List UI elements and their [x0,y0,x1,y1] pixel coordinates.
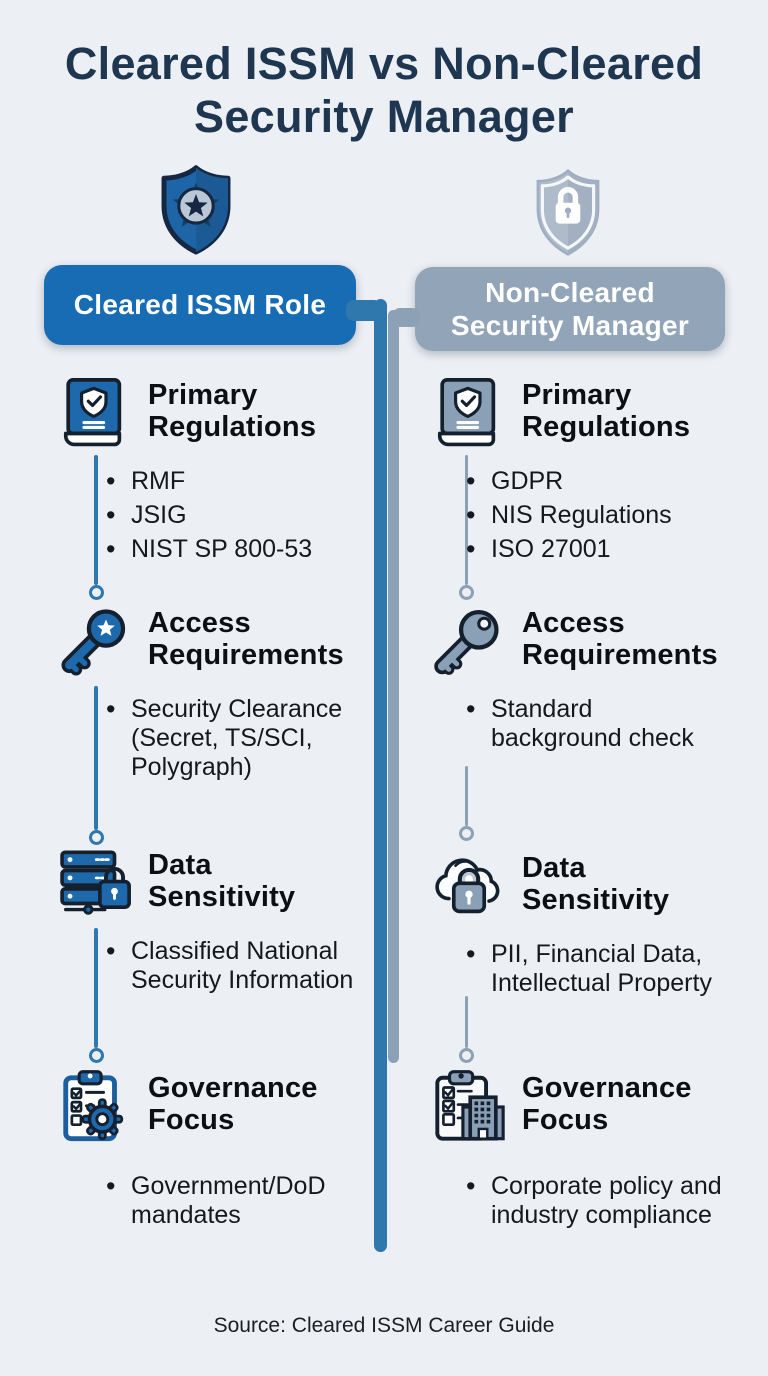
bullet-item: NIST SP 800-53 [106,534,386,565]
page-title: Cleared ISSM vs Non-Cleared Security Man… [64,38,704,142]
divider-stub-blue [346,300,382,321]
bullet-item: Security Clearance (Secret, TS/SCI, Poly… [106,694,386,782]
server-lock-icon [56,845,134,923]
bullet-item: Government/DoD mandates [106,1171,386,1230]
bullet-item: NIS Regulations [466,500,760,531]
bullet-item: Standard background check [466,694,760,753]
timeline-node [459,826,474,841]
clipboard-building-icon [430,1068,508,1146]
section-cleared-data-sensitivity: Data Sensitivity Classified National Sec… [56,845,386,1000]
bullet-list: Government/DoD mandates [56,1171,386,1230]
key-star-icon [56,603,134,681]
bullet-item: GDPR [466,466,760,497]
column-header-cleared: Cleared ISSM Role [44,265,356,345]
section-cleared-access-requirements: Access Requirements Security Clearance (… [56,603,386,787]
bullet-item: Classified National Security Information [106,936,386,995]
section-title: Governance Focus [148,1072,318,1137]
section-title: Data Sensitivity [148,849,296,914]
section-title: Primary Regulations [148,379,317,444]
column-header-noncleared: Non-Cleared Security Manager [415,267,725,351]
key-icon [430,603,508,681]
timeline-node [89,830,104,845]
shield-lock-icon [525,167,611,263]
section-cleared-governance-focus: Governance Focus Government/DoD mandates [56,1068,386,1235]
section-noncleared-access-requirements: Access Requirements Standard background … [430,603,760,758]
timeline-node [459,585,474,600]
bullet-list: PII, Financial Data, Intellectual Proper… [430,939,760,998]
bullet-item: Corporate policy and industry compliance [466,1171,760,1230]
section-title: Access Requirements [522,607,718,672]
cloud-lock-icon [430,848,508,926]
bullet-list: Corporate policy and industry compliance [430,1171,760,1230]
source-caption: Source: Cleared ISSM Career Guide [213,1314,555,1337]
section-noncleared-data-sensitivity: Data Sensitivity PII, Financial Data, In… [430,848,760,1003]
timeline-connector [94,686,98,830]
bullet-list: RMF JSIG NIST SP 800-53 [56,466,386,565]
timeline-node [459,1048,474,1063]
section-noncleared-primary-regulations: Primary Regulations GDPR NIS Regulations… [430,375,760,569]
bullet-item: RMF [106,466,386,497]
section-title: Primary Regulations [522,379,691,444]
timeline-node [89,1048,104,1063]
section-cleared-primary-regulations: Primary Regulations RMF JSIG NIST SP 800… [56,375,386,569]
timeline-connector [465,766,468,826]
divider-stub-gray [392,308,420,327]
bullet-item: JSIG [106,500,386,531]
bullet-item: ISO 27001 [466,534,760,565]
bullet-list: Classified National Security Information [56,936,386,995]
section-title: Governance Focus [522,1072,692,1137]
section-title: Data Sensitivity [522,852,670,917]
timeline-node [89,585,104,600]
bullet-item: PII, Financial Data, Intellectual Proper… [466,939,760,998]
bullet-list: GDPR NIS Regulations ISO 27001 [430,466,760,565]
bullet-list: Standard background check [430,694,760,753]
timeline-connector [94,928,98,1048]
book-shield-icon [430,375,508,453]
section-noncleared-governance-focus: Governance Focus Corporate policy and in… [430,1068,760,1235]
section-title: Access Requirements [148,607,344,672]
clipboard-gear-icon [56,1068,134,1146]
timeline-connector [94,455,98,585]
timeline-connector [465,996,468,1048]
divider-bar-gray [388,310,399,1063]
book-shield-icon [56,375,134,453]
bullet-list: Security Clearance (Secret, TS/SCI, Poly… [56,694,386,782]
shield-star-icon [151,164,241,260]
